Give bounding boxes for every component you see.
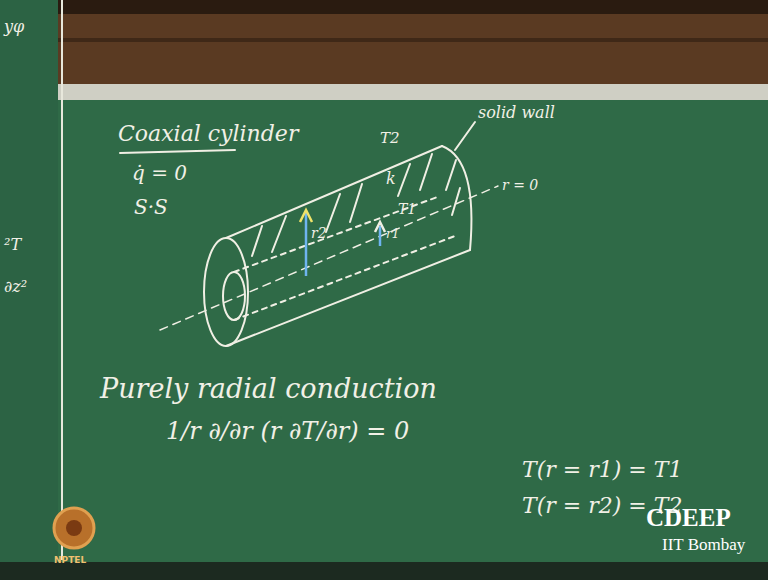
outer-bottom-line bbox=[226, 250, 470, 346]
side-board bbox=[0, 0, 58, 562]
edge-fragment: yφ bbox=[4, 18, 24, 36]
hatch bbox=[446, 160, 456, 190]
inner-bottom-line bbox=[234, 236, 455, 320]
conductivity-label: k bbox=[386, 170, 396, 188]
r1-arrow bbox=[379, 226, 382, 246]
hatch bbox=[452, 188, 460, 215]
temperature-label: T1 bbox=[398, 202, 416, 217]
radius-label: r2 bbox=[311, 226, 327, 241]
logo-text: NPTEL bbox=[54, 556, 86, 566]
part-label: solid wall bbox=[478, 104, 555, 122]
hatch bbox=[272, 216, 286, 252]
wood-wall bbox=[0, 0, 768, 88]
section-heading: Purely radial conduction bbox=[100, 374, 437, 404]
axis-line bbox=[160, 186, 498, 330]
radius-arrows bbox=[300, 210, 385, 276]
temperature-label: T2 bbox=[380, 130, 400, 147]
solid-wall-leader bbox=[455, 122, 475, 150]
r2-arrowhead bbox=[300, 210, 312, 222]
nptel-logo bbox=[54, 508, 94, 548]
r1-arrowhead bbox=[375, 222, 385, 232]
hatch bbox=[398, 164, 410, 196]
axis-label: r = 0 bbox=[502, 178, 538, 193]
dark-top bbox=[0, 0, 768, 14]
board-bottom bbox=[0, 562, 768, 580]
hatch bbox=[420, 154, 432, 190]
divider-line bbox=[61, 0, 63, 560]
green-board bbox=[0, 100, 768, 562]
hatch bbox=[350, 184, 362, 222]
edge-fragment: ²T bbox=[4, 236, 21, 254]
logo-center bbox=[66, 520, 82, 536]
condition-note: S·S bbox=[134, 196, 168, 218]
edge-fragment: ∂z² bbox=[4, 278, 27, 296]
watermark: CDEEP bbox=[646, 504, 731, 532]
board-frame bbox=[0, 84, 768, 100]
watermark: IIT Bombay bbox=[662, 536, 745, 555]
condition-note: q̇ = 0 bbox=[132, 162, 187, 184]
radius-label: r1 bbox=[386, 228, 399, 241]
wood-seam bbox=[0, 38, 768, 42]
governing-equation: 1/r ∂/∂r (r ∂T/∂r) = 0 bbox=[166, 418, 409, 444]
title-underline bbox=[120, 150, 235, 153]
boundary-condition: T(r = r1) = T1 bbox=[522, 458, 682, 482]
outer-back-edge bbox=[442, 146, 471, 250]
outer-front-ellipse bbox=[204, 238, 248, 346]
logo-disc bbox=[54, 508, 94, 548]
cylinder-figure bbox=[120, 122, 498, 346]
heading: Coaxial cylinder bbox=[118, 122, 298, 146]
inner-top-line bbox=[234, 196, 440, 272]
r2-arrow bbox=[305, 212, 308, 276]
hatch bbox=[252, 226, 262, 256]
hatch bbox=[326, 194, 340, 232]
